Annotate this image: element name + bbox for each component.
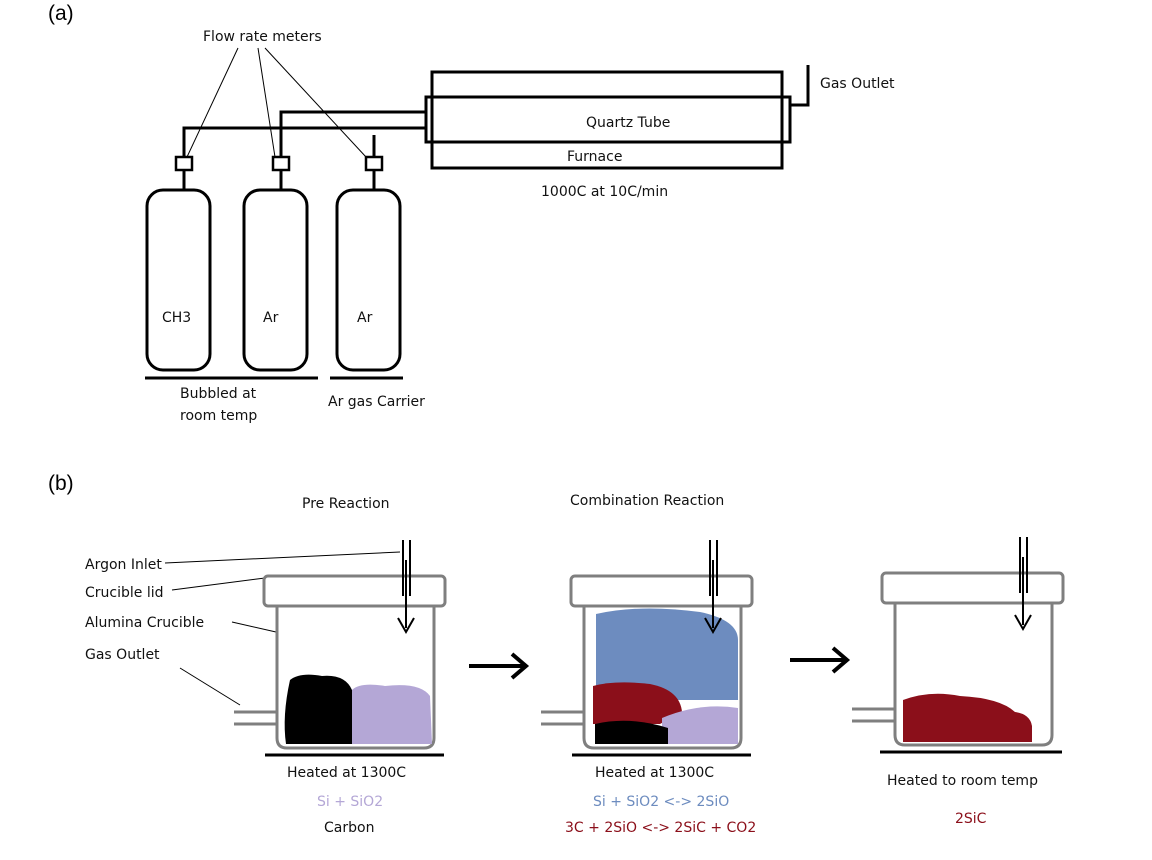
crucible-lid-label: Crucible lid — [85, 585, 164, 601]
cylinder-label: Ar — [263, 310, 279, 326]
argon-inlet-label: Argon Inlet — [85, 557, 162, 573]
si-sio2-powder — [352, 684, 432, 744]
reaction-text: Si + SiO2 — [317, 794, 383, 810]
gas-outlet-label-b: Gas Outlet — [85, 647, 160, 663]
crucible-stage-3 — [852, 537, 1065, 754]
flow-meter-3 — [364, 155, 384, 172]
cylinder-label: CH3 — [162, 310, 191, 326]
flow-meter-pointers — [186, 47, 367, 158]
arrow-icon — [469, 652, 530, 680]
gas-cylinder-ch3 — [145, 188, 212, 372]
stage-condition: Heated at 1300C — [287, 765, 406, 781]
quartz-tube-label: Quartz Tube — [586, 115, 670, 131]
quartz-tube — [424, 95, 792, 144]
stage-condition: Heated to room temp — [887, 773, 1038, 789]
gas-outlet-pipe — [790, 65, 810, 107]
reaction-text: Carbon — [324, 820, 374, 836]
flow-meters-label: Flow rate meters — [203, 29, 322, 45]
carbon-powder — [595, 720, 668, 744]
gas-cylinder-ar-2 — [335, 188, 402, 372]
si-sio2-powder — [662, 706, 738, 744]
reaction-text: Si + SiO2 <-> 2SiO — [593, 794, 729, 810]
panel-a-label: (a) — [48, 2, 74, 25]
flow-meter-2 — [271, 155, 291, 172]
gas-piping — [182, 110, 426, 157]
panel-b-label: (b) — [48, 472, 74, 495]
flow-meter-1 — [174, 155, 194, 172]
stage-title: Pre Reaction — [302, 496, 390, 512]
bubbled-label: Bubbled at — [180, 386, 257, 402]
sio-powder — [596, 608, 738, 700]
carbon-powder — [284, 674, 352, 744]
arrow-icon — [790, 646, 851, 674]
sic-powder — [903, 693, 1032, 742]
cylinder-label: Ar — [357, 310, 373, 326]
alumina-crucible-label: Alumina Crucible — [85, 615, 204, 631]
stage-condition: Heated at 1300C — [595, 765, 714, 781]
crucible-stage-1 — [234, 540, 447, 757]
reaction-text: 3C + 2SiO <-> 2SiC + CO2 — [565, 820, 756, 836]
furnace-label: Furnace — [567, 149, 622, 165]
crucible-stage-2 — [541, 540, 754, 757]
stage-title: Combination Reaction — [570, 493, 724, 509]
sic-powder — [593, 682, 682, 724]
carrier-label: Ar gas Carrier — [328, 394, 425, 410]
furnace-condition: 1000C at 10C/min — [541, 184, 668, 200]
bubbled-label: room temp — [180, 408, 257, 424]
gas-outlet-label: Gas Outlet — [820, 76, 895, 92]
furnace — [424, 70, 792, 170]
gas-cylinder-ar-1 — [242, 188, 309, 372]
reaction-text: 2SiC — [955, 811, 987, 827]
label-pointers — [164, 551, 401, 706]
